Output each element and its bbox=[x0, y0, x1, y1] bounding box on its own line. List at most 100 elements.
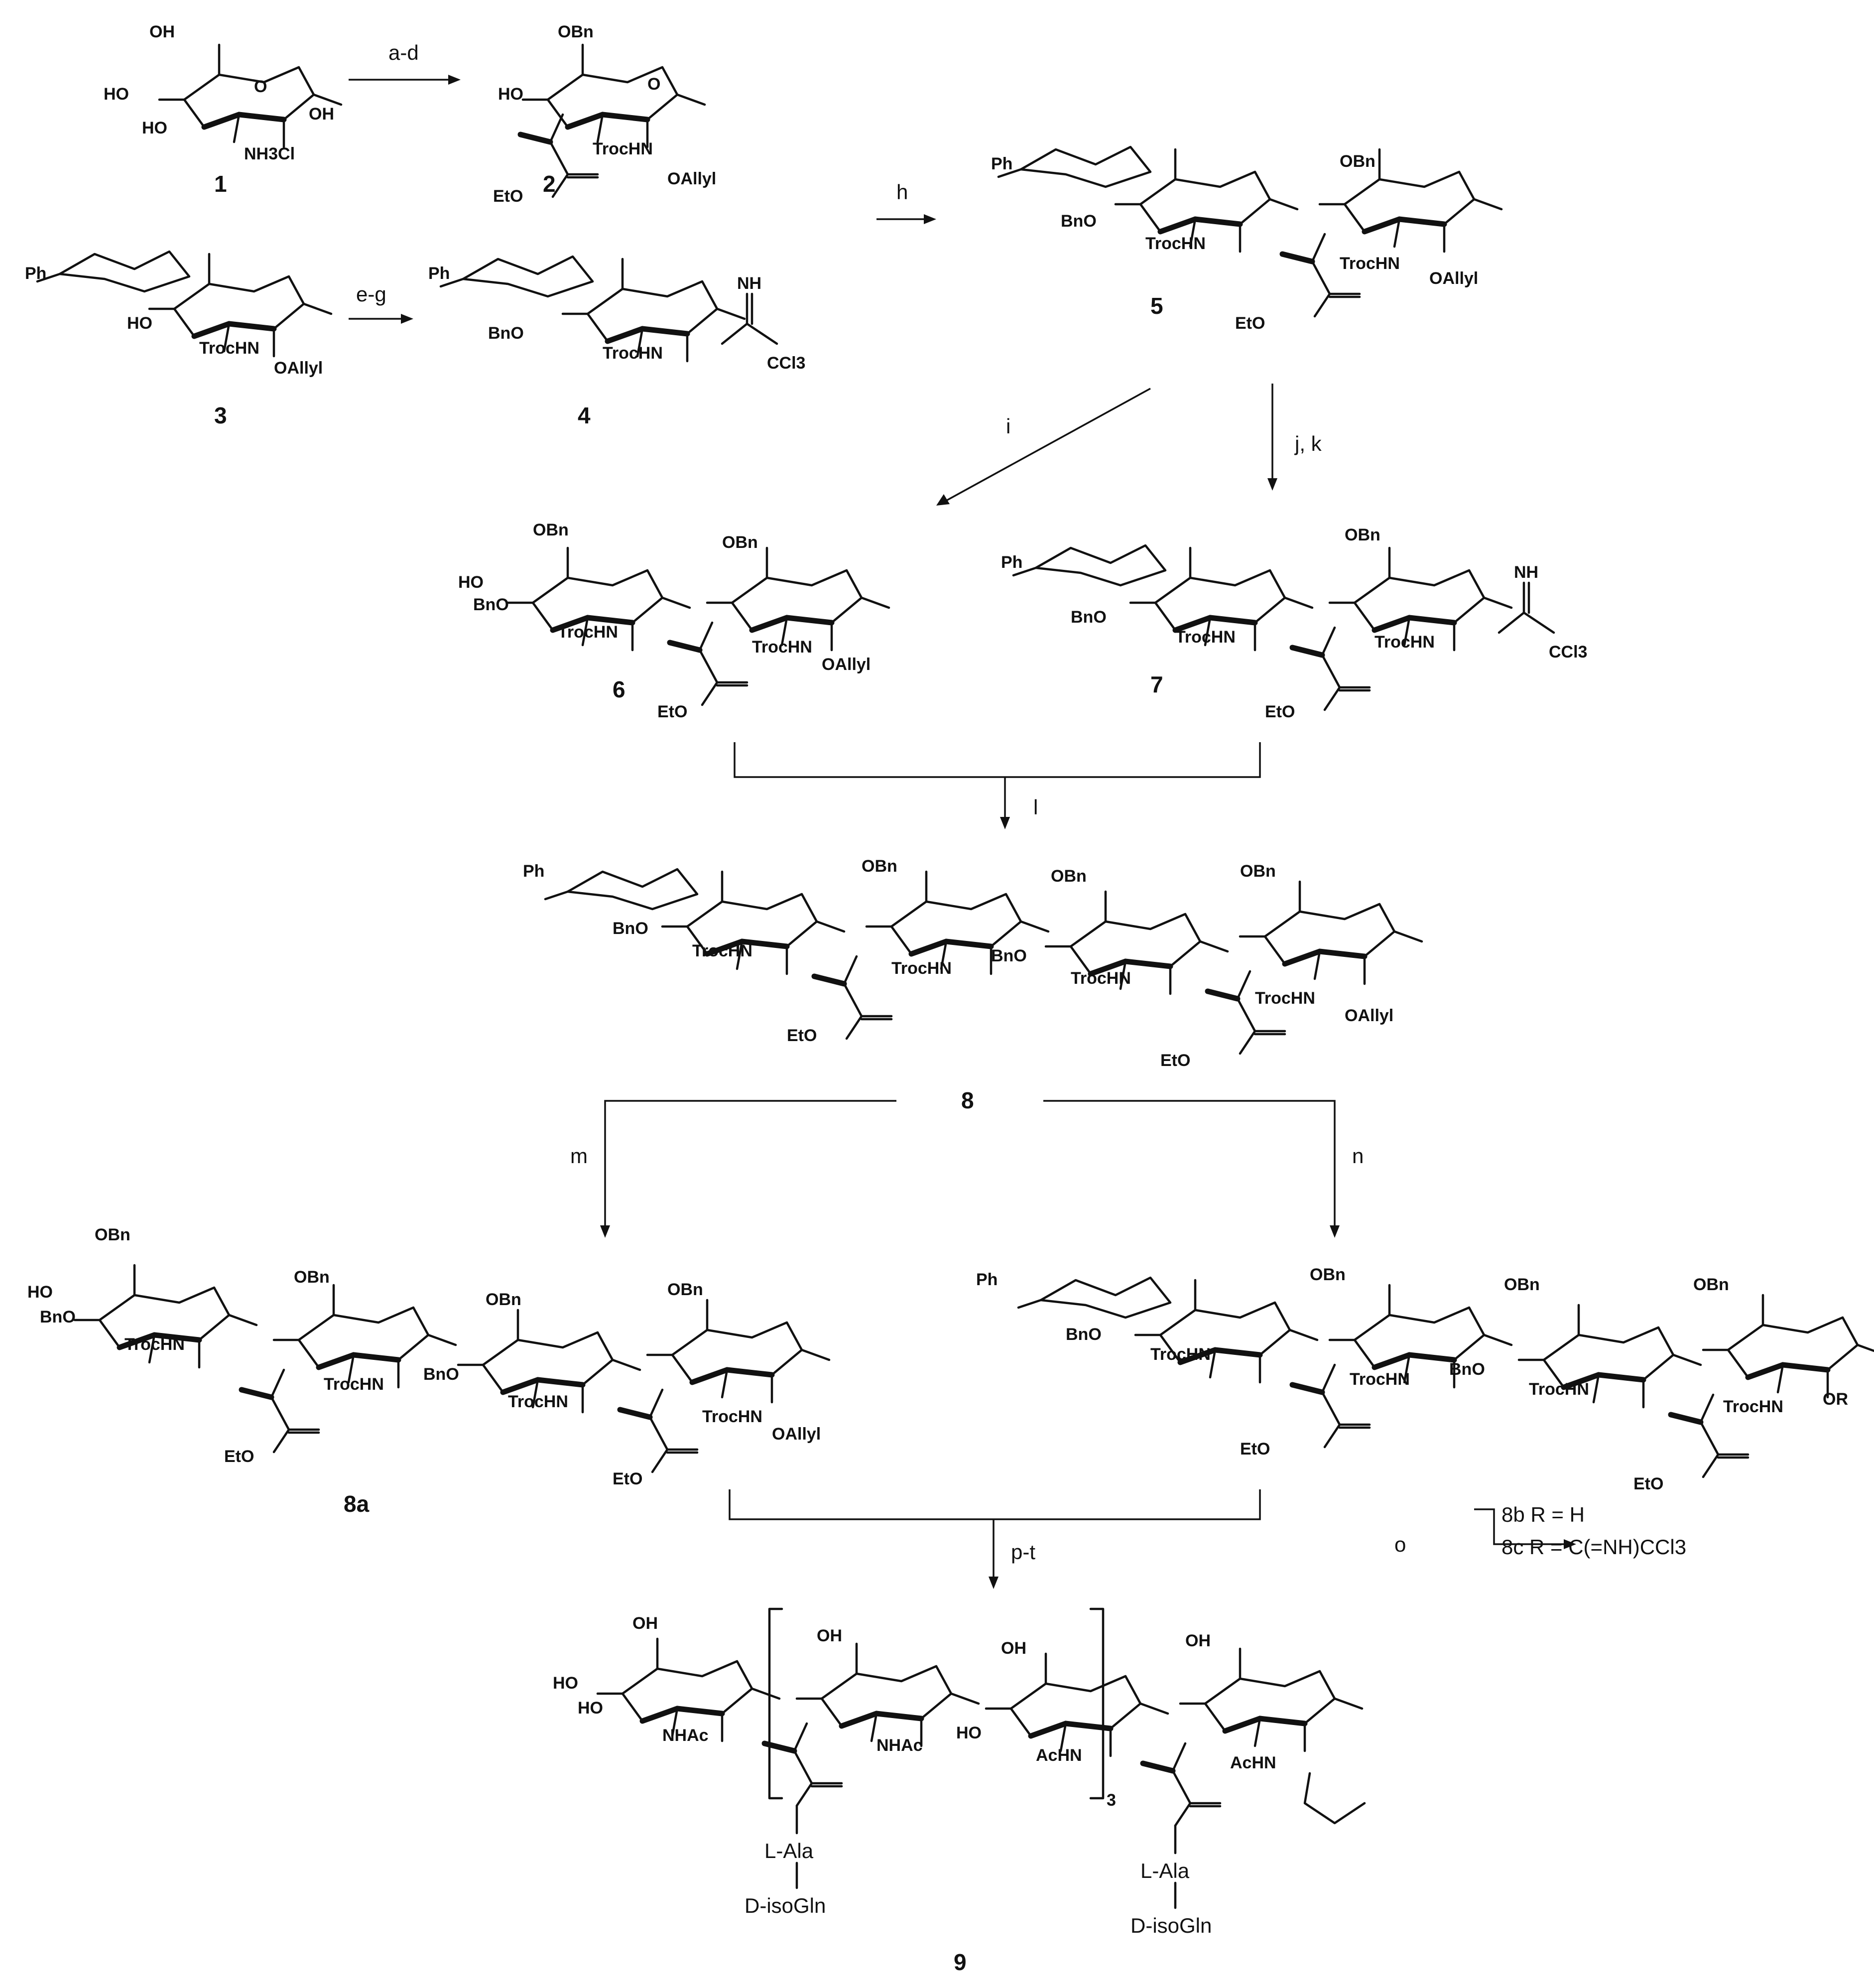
eto-label: EtO bbox=[1633, 1474, 1663, 1493]
or-label: OR bbox=[1823, 1390, 1848, 1409]
nh-label: NH bbox=[1514, 563, 1538, 582]
arrow-m: m bbox=[570, 1100, 896, 1238]
obn-label: OBn bbox=[667, 1280, 703, 1299]
nhac-label: NHAc bbox=[876, 1736, 923, 1755]
obn-label: OBn bbox=[1693, 1275, 1729, 1294]
trochn-label: TrocHN bbox=[1723, 1397, 1783, 1416]
bno-label: BnO bbox=[488, 324, 524, 343]
oallyl-label: OAllyl bbox=[772, 1425, 821, 1444]
trochn-label: TrocHN bbox=[1340, 254, 1400, 273]
compound-6-label: 6 bbox=[613, 676, 625, 702]
nh3cl-label: NH3Cl bbox=[244, 144, 295, 163]
obn-label: OBn bbox=[533, 521, 569, 539]
obn-label: OBn bbox=[294, 1268, 330, 1287]
step-label-o: o bbox=[1394, 1533, 1406, 1556]
arrow-h: h bbox=[876, 180, 936, 224]
trochn-label: TrocHN bbox=[508, 1392, 568, 1411]
arrow-o: o bbox=[1394, 1508, 1576, 1556]
compound-1-structure: OH HO HO NH3Cl OH O 1 bbox=[104, 22, 341, 197]
compound-2-label: 2 bbox=[543, 171, 556, 197]
eto-label: EtO bbox=[613, 1469, 642, 1488]
bno-label: BnO bbox=[40, 1308, 76, 1326]
compound-8-label: 8 bbox=[961, 1087, 974, 1113]
compound-8a-structure: OBn HO BnO TrocHN OBn TrocHN BnO OBn Tro… bbox=[27, 1225, 829, 1517]
oallyl-label: OAllyl bbox=[1429, 269, 1478, 288]
arrow-n: n bbox=[1043, 1100, 1364, 1238]
obn-label: OBn bbox=[1345, 526, 1380, 544]
trochn-label: TrocHN bbox=[891, 959, 952, 978]
oh-label: OH bbox=[1001, 1639, 1026, 1658]
compound-7-structure: Ph BnO TrocHN OBn TrocHN NH CCl3 EtO 7 bbox=[1001, 526, 1587, 721]
ph-label: Ph bbox=[991, 154, 1012, 173]
bno-label: BnO bbox=[991, 946, 1027, 965]
trochn-label: TrocHN bbox=[1071, 969, 1131, 988]
arrow-l: l bbox=[734, 742, 1261, 829]
ph-label: Ph bbox=[976, 1270, 998, 1289]
achn-label: AcHN bbox=[1230, 1753, 1276, 1772]
compound-3-structure: Ph HO TrocHN OAllyl 3 bbox=[25, 252, 331, 428]
compound-5-label: 5 bbox=[1150, 293, 1163, 319]
trochn-label: TrocHN bbox=[752, 638, 812, 657]
compound-7-label: 7 bbox=[1150, 671, 1163, 697]
step-label-p-t: p-t bbox=[1011, 1540, 1035, 1564]
ho-label: HO bbox=[127, 314, 152, 333]
l-ala-label: L-Ala bbox=[1140, 1859, 1190, 1882]
step-label-e-g: e-g bbox=[356, 282, 386, 306]
compound-1-label: 1 bbox=[214, 171, 227, 197]
ph-label: Ph bbox=[523, 862, 544, 881]
trochn-label: TrocHN bbox=[1255, 989, 1315, 1008]
oallyl-label: OAllyl bbox=[1345, 1006, 1393, 1025]
d-isogln-label: D-isoGln bbox=[745, 1894, 826, 1917]
ccl3-label: CCl3 bbox=[1549, 643, 1587, 662]
trochn-label: TrocHN bbox=[1175, 628, 1236, 647]
trochn-label: TrocHN bbox=[125, 1335, 185, 1354]
arrow-j-k: j, k bbox=[1267, 384, 1322, 491]
trochn-label: TrocHN bbox=[1529, 1380, 1589, 1399]
obn-label: OBn bbox=[1504, 1275, 1540, 1294]
compound-4-label: 4 bbox=[578, 402, 591, 428]
legend-8c: 8c R = C(=NH)CCl3 bbox=[1501, 1535, 1686, 1559]
trochn-label: TrocHN bbox=[593, 139, 653, 158]
ph-label: Ph bbox=[25, 264, 46, 283]
oallyl-label: OAllyl bbox=[274, 359, 323, 378]
obn-label: OBn bbox=[862, 857, 897, 876]
arrow-p-t: p-t bbox=[729, 1489, 1261, 1589]
obn-label: OBn bbox=[1051, 867, 1087, 886]
trochn-label: TrocHN bbox=[558, 623, 618, 642]
ring-o-label: O bbox=[647, 75, 660, 94]
ring-o-label: O bbox=[254, 77, 267, 96]
bno-label: BnO bbox=[1066, 1325, 1102, 1344]
ho-label: HO bbox=[553, 1674, 578, 1693]
obn-label: OBn bbox=[558, 22, 594, 41]
ho-label: HO bbox=[27, 1283, 53, 1302]
compound-4-structure: Ph BnO TrocHN NH CCl3 4 bbox=[428, 257, 805, 428]
step-label-l: l bbox=[1033, 795, 1038, 819]
bno-label: BnO bbox=[473, 595, 509, 614]
compound-2-structure: OBn HO TrocHN OAllyl O EtO 2 bbox=[493, 22, 716, 206]
eto-label: EtO bbox=[1160, 1051, 1190, 1070]
eto-label: EtO bbox=[493, 187, 523, 206]
oh-label: OH bbox=[632, 1614, 658, 1633]
legend-8b: 8b R = H bbox=[1501, 1503, 1585, 1526]
compound-9-structure: 3 OH HO HO NHAc OH NHAc OH HO AcHN OH Ac… bbox=[553, 1607, 1366, 1975]
arrow-a-d: a-d bbox=[349, 41, 461, 85]
step-label-m: m bbox=[570, 1144, 588, 1168]
obn-label: OBn bbox=[1240, 862, 1276, 881]
obn-label: OBn bbox=[486, 1290, 521, 1309]
trochn-label: TrocHN bbox=[1350, 1370, 1410, 1389]
trochn-label: TrocHN bbox=[692, 941, 752, 960]
achn-label: AcHN bbox=[1036, 1746, 1082, 1765]
compound-8b-8c-structure: Ph BnO TrocHN OBn TrocHN BnO OBn TrocHN … bbox=[976, 1265, 1874, 1493]
eto-label: EtO bbox=[1240, 1440, 1270, 1458]
bno-label: BnO bbox=[1449, 1360, 1485, 1379]
nh-label: NH bbox=[737, 274, 761, 293]
ho-label: HO bbox=[498, 85, 523, 104]
eto-label: EtO bbox=[1265, 702, 1295, 721]
oh-label: OH bbox=[309, 105, 334, 124]
ho-label: HO bbox=[104, 85, 129, 104]
bno-label: BnO bbox=[613, 919, 648, 938]
ho-label: HO bbox=[956, 1723, 982, 1742]
ph-label: Ph bbox=[1001, 553, 1022, 572]
compound-9-label: 9 bbox=[954, 1949, 967, 1975]
